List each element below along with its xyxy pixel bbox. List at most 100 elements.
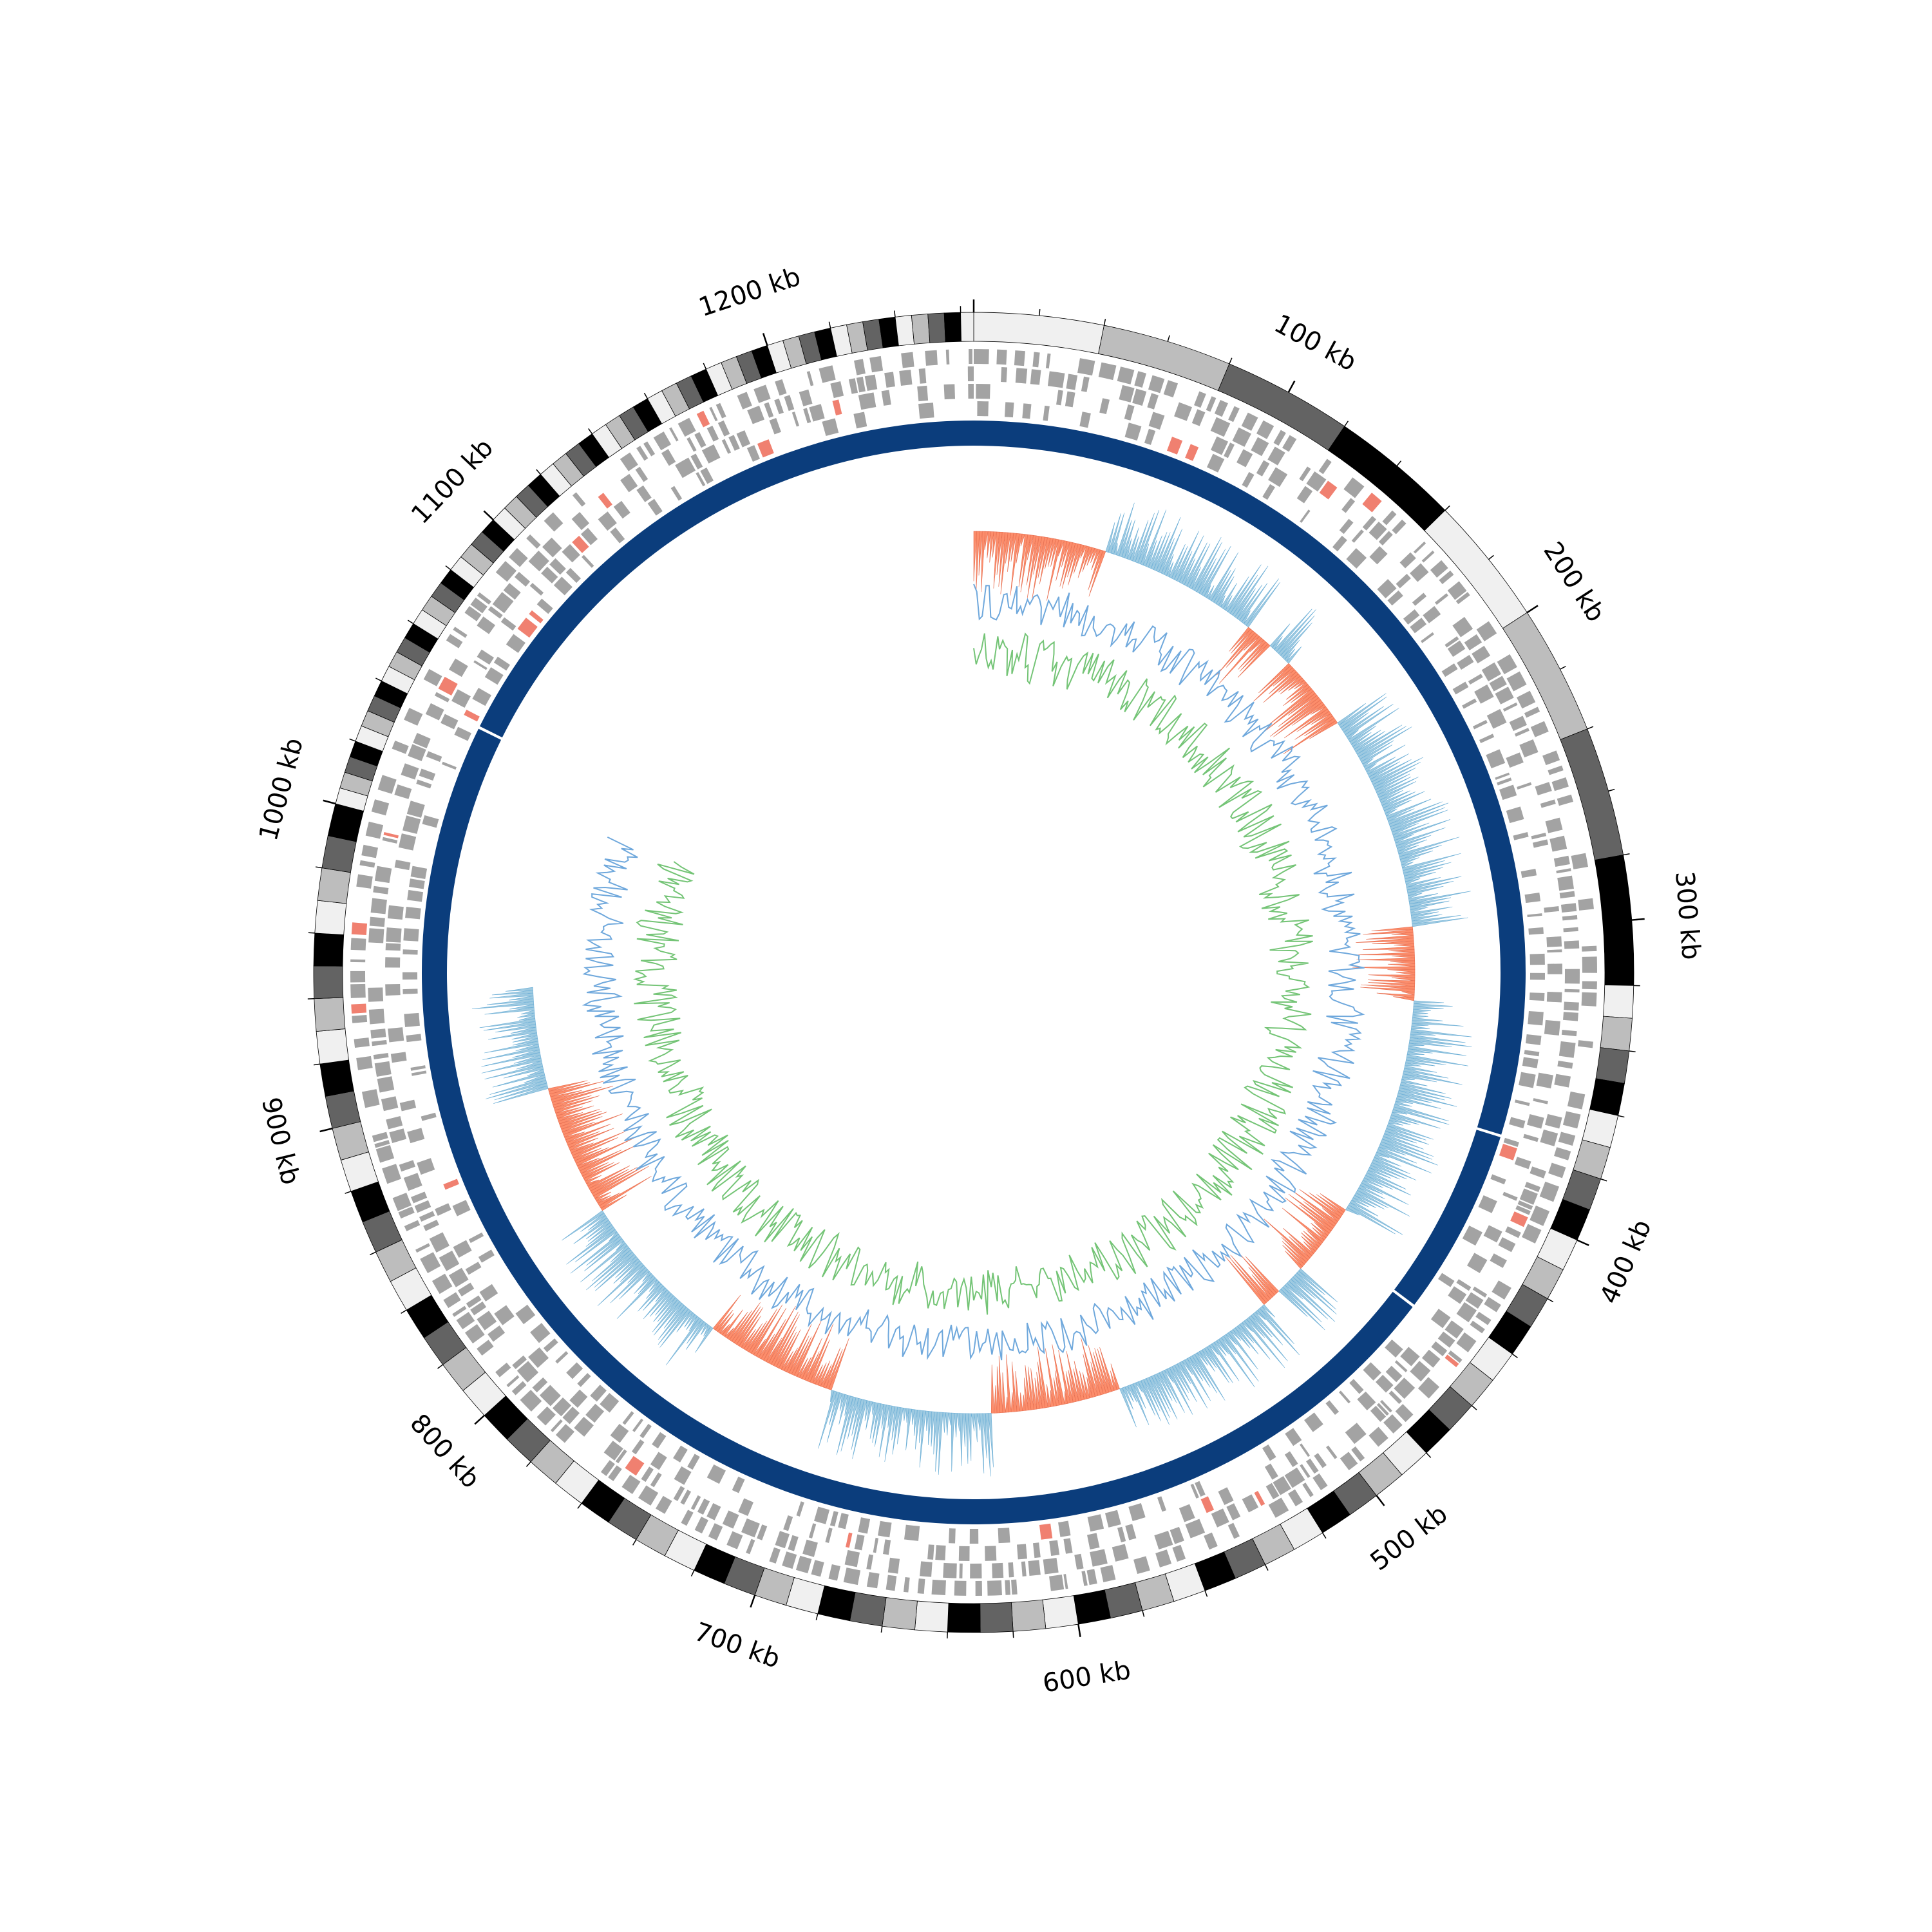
gene-feature	[1527, 913, 1542, 918]
gc-skew-spike	[731, 1302, 761, 1343]
tick-mark	[1560, 665, 1566, 670]
gene-feature	[1191, 409, 1206, 426]
gc-skew-spike	[1356, 938, 1414, 943]
gene-feature	[1456, 1279, 1472, 1291]
gene-feature	[1242, 1494, 1259, 1513]
gc-skew-spike	[1015, 1371, 1020, 1412]
gene-feature	[1314, 1453, 1327, 1468]
ideogram-band	[1073, 1589, 1111, 1625]
gc-skew-spike	[655, 1287, 668, 1303]
gene-feature	[368, 1009, 385, 1025]
gene-feature	[1014, 350, 1025, 366]
gc-skew-spike	[659, 1308, 691, 1348]
gene-feature	[1564, 989, 1580, 993]
gene-feature	[1567, 1091, 1586, 1110]
gc-skew-spike	[1298, 1268, 1338, 1303]
gene-feature	[1021, 1561, 1027, 1577]
gc-skew-spike	[649, 1291, 672, 1317]
gc-skew-spike	[1230, 1329, 1242, 1341]
gene-feature	[1195, 1481, 1206, 1497]
gc-skew-spike	[1356, 1189, 1389, 1209]
gene-feature	[687, 437, 697, 452]
gene-feature	[757, 1524, 768, 1540]
gene-feature	[1039, 1523, 1053, 1540]
gc-skew-spike	[1248, 1267, 1275, 1298]
gene-feature	[784, 395, 795, 412]
gc-skew-spike	[1408, 893, 1438, 902]
gene-feature	[741, 1518, 760, 1538]
gene-feature	[803, 408, 811, 424]
gene-feature	[464, 1324, 485, 1344]
gc-skew-spike	[1375, 773, 1410, 793]
ideogram-band	[849, 1592, 887, 1627]
gc-skew-spike	[1135, 1381, 1143, 1393]
gc-skew-spike	[802, 1338, 822, 1381]
gene-feature	[1444, 1354, 1459, 1368]
gc-skew-spike	[572, 1137, 618, 1159]
gc-skew-spike	[1002, 1372, 1006, 1413]
gene-feature	[1351, 529, 1364, 543]
gc-skew-spike	[741, 1329, 756, 1350]
gc-skew-spike	[1338, 693, 1387, 728]
ideogram-band	[927, 312, 946, 343]
gc-skew-spike	[1352, 1195, 1376, 1208]
gc-skew-spike	[1283, 684, 1311, 706]
gc-content-line-green	[632, 632, 1313, 1315]
gene-feature	[394, 860, 411, 871]
gc-skew-spike	[987, 531, 991, 558]
gene-feature	[920, 1561, 933, 1577]
gene-feature	[1148, 375, 1165, 393]
gene-feature	[1385, 1339, 1403, 1358]
gene-feature	[1571, 853, 1589, 869]
gc-skew-spike	[1218, 636, 1262, 684]
gc-skew-spike	[1299, 1189, 1341, 1220]
gc-skew-spike	[840, 1396, 857, 1452]
gc-skew-spike	[703, 1324, 712, 1337]
gc-skew-spike	[586, 1249, 633, 1291]
gene-feature	[869, 355, 884, 373]
gene-feature	[1513, 831, 1529, 840]
gc-skew-spike	[560, 1112, 607, 1130]
gc-skew-spike	[891, 1406, 898, 1441]
gene-feature	[386, 1116, 403, 1130]
gene-feature	[1448, 1350, 1463, 1363]
gene-feature	[811, 1560, 824, 1577]
gene-feature	[1502, 702, 1518, 712]
gc-skew-spike	[1232, 565, 1269, 618]
gene-feature	[1447, 640, 1466, 658]
gc-skew-spike	[1354, 1192, 1385, 1209]
gc-skew-spike	[1352, 730, 1381, 750]
gc-skew-spike	[1292, 701, 1325, 726]
gc-skew-spike	[616, 1277, 658, 1319]
tick-label: 1000 kb	[254, 735, 309, 844]
gc-skew-spike	[1357, 1188, 1410, 1217]
gc-skew-spike	[755, 1307, 787, 1358]
gc-skew-spike	[768, 1311, 799, 1365]
gc-skew-spike	[1294, 713, 1333, 740]
gene-feature	[562, 544, 580, 563]
gene-feature	[732, 1476, 745, 1493]
gc-skew-spike	[1394, 834, 1414, 844]
gc-skew-spike	[484, 1007, 535, 1015]
gene-feature	[382, 837, 398, 844]
gc-skew-spike	[1412, 1012, 1428, 1016]
ideogram-band	[1600, 1016, 1633, 1052]
tick-mark	[690, 1570, 695, 1577]
gc-skew-spike	[1354, 731, 1386, 752]
gc-skew-spike	[503, 1066, 544, 1079]
gc-skew-spike	[1406, 876, 1462, 891]
tick-mark	[1623, 853, 1630, 856]
gene-feature	[650, 1452, 667, 1470]
gc-skew-spike	[1408, 893, 1423, 899]
gc-skew-spike	[1381, 791, 1416, 809]
gc-skew-spike	[1358, 726, 1412, 760]
gene-feature	[643, 441, 656, 457]
gene-feature	[373, 886, 389, 895]
contig-segment	[1394, 1130, 1501, 1305]
gc-skew-spike	[872, 1403, 882, 1443]
gc-skew-spike	[1153, 532, 1171, 571]
gene-feature	[992, 1562, 1004, 1578]
gc-skew-spike	[1282, 639, 1300, 660]
gc-skew-spike	[1405, 871, 1436, 882]
